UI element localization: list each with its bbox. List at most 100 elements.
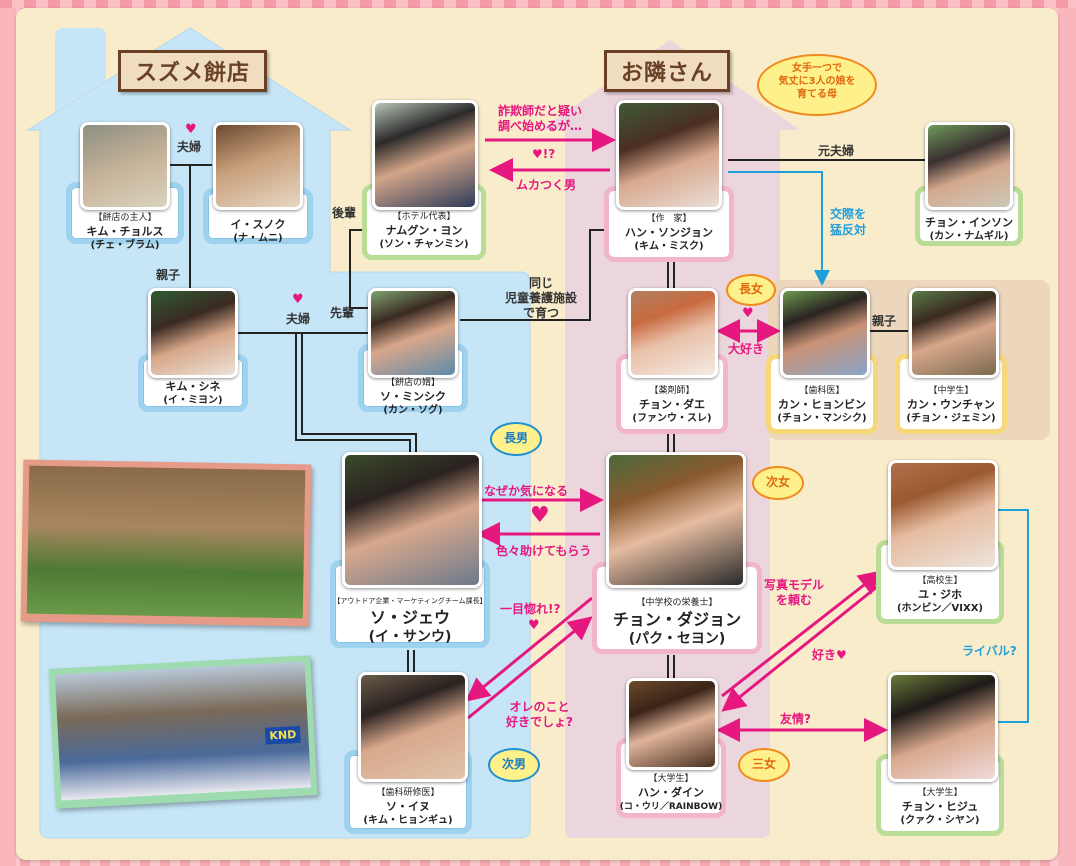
actor: (ソン・チャンミン) bbox=[379, 239, 469, 250]
name: チョン・インソン bbox=[925, 216, 1013, 229]
role: 【歯科研修医】 bbox=[376, 788, 440, 798]
card-jeong-inseon[interactable]: チョン・インソン (カン・ナムギル) bbox=[915, 122, 1023, 246]
line-oppose bbox=[728, 171, 830, 286]
label-line: オレのこと bbox=[509, 700, 570, 714]
card-jeong-hiju[interactable]: 【大学生】 チョン・ヒジュ (クァク・シヤン) bbox=[876, 672, 1004, 836]
role: 【中学校の栄養士】 bbox=[636, 598, 718, 608]
heart-icon: ♥ bbox=[185, 122, 197, 137]
label-line: 児童養護施設 bbox=[504, 291, 577, 305]
label-junior: 後輩 bbox=[332, 206, 357, 220]
bubble-mother: 女手一つで 気丈に3人の娘を 育てる母 bbox=[757, 54, 877, 116]
label-rival: ライバル? bbox=[962, 644, 1017, 658]
photo-kim-cheolsu bbox=[80, 122, 170, 210]
line-junior-senior bbox=[349, 229, 372, 309]
label-same-orphanage: 同じ 児童養護施設 で育つ bbox=[496, 276, 586, 321]
label-line: 猛反対 bbox=[830, 223, 867, 237]
card-yu-jiho[interactable]: 【高校生】 ユ・ジホ (ホンビン／VIXX) bbox=[876, 460, 1004, 624]
card-kim-cheolsu[interactable]: 【餅店の主人】 キム・チョルス (チェ・ブラム) bbox=[66, 122, 184, 251]
card-jeong-dajeong[interactable]: 【中学校の栄養士】 チョン・ダジョン (パク・セヨン) bbox=[592, 452, 762, 654]
name: ユ・ジホ bbox=[918, 588, 962, 601]
card-so-jeu[interactable]: 【アウトドア企業・マーケティングチーム課長】 ソ・ジェウ (イ・サンウ) bbox=[330, 452, 490, 648]
card-han-sonjeong[interactable]: 【作 家】 ハン・ソンジョン (キム・ミスク) bbox=[604, 100, 734, 262]
label-line: を頼む bbox=[776, 593, 813, 607]
label-line: 調べ始めるが… bbox=[498, 119, 583, 133]
actor: (イ・サンウ) bbox=[368, 629, 452, 645]
photo-so-jeu bbox=[342, 452, 482, 588]
heart-icon: ♥ bbox=[292, 292, 304, 307]
right-pink-border bbox=[1058, 8, 1076, 866]
photo-yu-jiho bbox=[888, 460, 998, 570]
name: カン・ヒョンビン bbox=[778, 398, 866, 411]
bubble-line: 女手一つで bbox=[792, 63, 842, 74]
photo-namgung bbox=[372, 100, 478, 210]
card-lee-sunok[interactable]: イ・スノク (ナ・ムニ) bbox=[203, 122, 313, 244]
heart-icon: ♥ bbox=[528, 618, 540, 633]
label-line: 同じ bbox=[528, 276, 553, 290]
role: 【餅店の主人】 bbox=[93, 213, 157, 223]
bubble-second-son: 次男 bbox=[488, 748, 540, 782]
label-love: 大好き bbox=[728, 342, 765, 356]
label-couple-mid: 夫婦 bbox=[286, 312, 311, 326]
photo-jeong-dajeong bbox=[606, 452, 746, 588]
card-so-minsik[interactable]: 【餅店の婿】 ソ・ミンシク (カン・ソグ) bbox=[358, 288, 468, 416]
photo-jeong-dae bbox=[628, 288, 718, 378]
label-first-sight: 一目惚れ!? bbox=[500, 602, 561, 616]
label-curious: なぜか気になる bbox=[484, 484, 569, 498]
arrow-photo-model bbox=[721, 570, 883, 698]
line-children-left bbox=[295, 333, 417, 452]
snapshot-photo bbox=[26, 465, 306, 619]
arrow-first-sight bbox=[465, 596, 593, 702]
name: チョン・ヒジュ bbox=[901, 800, 979, 813]
photo-lee-sunok bbox=[213, 122, 303, 210]
actor: (チョン・マンシク) bbox=[777, 413, 867, 424]
top-checker-border bbox=[0, 0, 1076, 8]
bubble-eldest-daughter: 長女 bbox=[726, 274, 776, 306]
card-kang-unchan[interactable]: 【中学生】 カン・ウンチャン (チョン・ジェミン) bbox=[895, 288, 1007, 434]
heart-icon: ♥ bbox=[532, 147, 543, 161]
actor: (パク・セヨン) bbox=[628, 631, 726, 647]
actor: (キム・ヒョンギュ) bbox=[363, 815, 453, 826]
name: チョン・ダジョン bbox=[612, 610, 742, 629]
heart-icon: ♥ bbox=[836, 648, 847, 662]
actor: (チェ・ブラム) bbox=[90, 240, 160, 251]
line-orphanage bbox=[460, 229, 610, 321]
label-annoying: ムカつく男 bbox=[516, 178, 577, 192]
photo-han-dain bbox=[626, 678, 718, 770]
actor: (イ・ミヨン) bbox=[163, 395, 223, 406]
bubble-line: 育てる母 bbox=[797, 89, 837, 100]
actor: (ホンビン／VIXX) bbox=[896, 603, 984, 614]
bubble-third-daughter: 三女 bbox=[738, 748, 790, 782]
photo-kang-hyeonbin bbox=[780, 288, 870, 378]
actor: (ファンウ・スレ) bbox=[632, 413, 712, 424]
label-heart-q: ♥!? bbox=[532, 147, 555, 161]
store-sign: KND bbox=[265, 725, 301, 745]
role: 【大学生】 bbox=[648, 774, 694, 784]
label-likes-text: 好き bbox=[812, 648, 837, 662]
card-jeong-dae[interactable]: 【薬剤師】 チョン・ダエ (ファンウ・スレ) bbox=[616, 288, 728, 434]
label-line: 交際を bbox=[830, 207, 867, 221]
role: 【大学生】 bbox=[917, 788, 963, 798]
label-heart-q-text: !? bbox=[542, 147, 556, 161]
role: 【作 家】 bbox=[646, 214, 692, 224]
label-senior: 先輩 bbox=[330, 306, 355, 320]
bubble-eldest-son: 長男 bbox=[490, 422, 542, 456]
card-namgung[interactable]: 【ホテル代表】 ナムグン・ヨン (ソン・チャンミン) bbox=[362, 100, 486, 260]
name: キム・チョルス bbox=[86, 225, 164, 238]
role: 【歯科医】 bbox=[799, 386, 845, 396]
actor: (キム・ミスク) bbox=[634, 241, 704, 252]
card-kang-hyeonbin[interactable]: 【歯科医】 カン・ヒョンビン (チョン・マンシク) bbox=[766, 288, 878, 434]
card-so-inu[interactable]: 【歯科研修医】 ソ・イヌ (キム・ヒョンギュ) bbox=[344, 672, 472, 834]
card-han-dain[interactable]: 【大学生】 ハン・ダイン (コ・ウリ／RAINBOW) bbox=[616, 678, 726, 818]
card-kim-shine[interactable]: キム・シネ (イ・ミヨン) bbox=[138, 288, 248, 412]
actor: (チョン・ジェミン) bbox=[906, 413, 996, 424]
left-pink-border bbox=[0, 8, 16, 866]
name: ソ・ジェウ bbox=[369, 608, 450, 627]
label-likes: 好き♥ bbox=[812, 646, 847, 663]
name: ソ・イヌ bbox=[386, 800, 430, 813]
role: 【アウトドア企業・マーケティングチーム課長】 bbox=[333, 597, 487, 605]
photo-jeong-inseon bbox=[925, 122, 1013, 210]
label-helped: 色々助けてもらう bbox=[496, 544, 592, 558]
role: 【餅店の婿】 bbox=[385, 378, 440, 388]
photo-kim-shine bbox=[148, 288, 238, 378]
name: ハン・ダイン bbox=[638, 786, 704, 799]
